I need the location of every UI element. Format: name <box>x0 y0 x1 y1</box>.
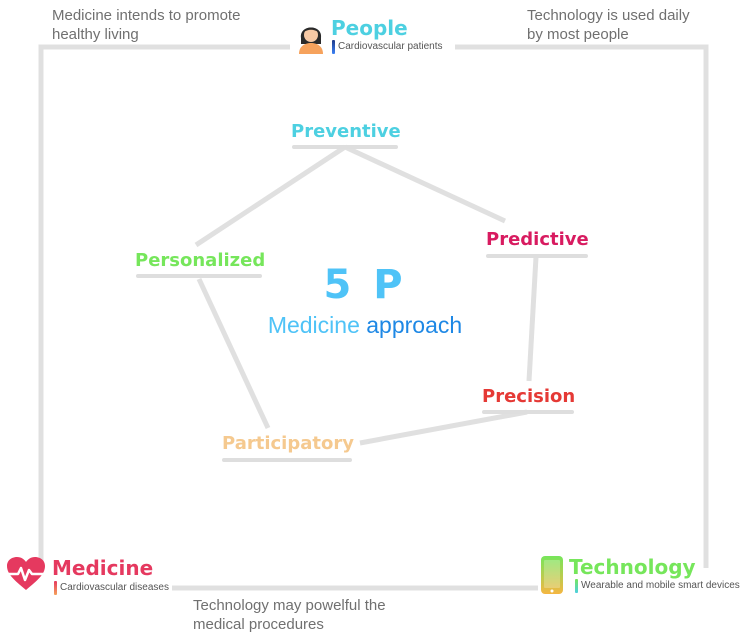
medicine-subtitle: Cardiovascular diseases <box>54 581 169 595</box>
preventive-underline <box>292 145 398 149</box>
node-preventive: Preventive <box>291 121 401 142</box>
person-icon <box>297 18 325 54</box>
technology-title: Technology <box>569 555 696 579</box>
caption-top-right: Technology is used daily by most people <box>527 7 690 43</box>
frame-right-line <box>455 44 709 568</box>
medicine-subtitle-text: Cardiovascular diseases <box>60 582 169 593</box>
technology-subtitle: Wearable and mobile smart devices <box>575 579 740 593</box>
edge-preventive-predictive <box>343 144 507 224</box>
people-title: People <box>331 16 408 40</box>
personalized-underline <box>136 274 262 278</box>
center-subtitle: Medicine approach <box>240 312 490 339</box>
predictive-underline <box>486 254 588 258</box>
people-subtitle-text: Cardiovascular patients <box>338 41 443 52</box>
node-predictive: Predictive <box>486 229 589 250</box>
medicine-title: Medicine <box>52 556 154 580</box>
caption-bottom: Technology may powelful the medical proc… <box>193 597 386 633</box>
technology-subtitle-text: Wearable and mobile smart devices <box>581 580 740 591</box>
participatory-underline <box>222 458 352 462</box>
smartphone-icon <box>540 555 564 595</box>
node-personalized: Personalized <box>135 250 266 271</box>
edge-precision-participatory <box>359 409 528 446</box>
center-word-approach: approach <box>366 312 463 338</box>
technology-color-bar <box>575 579 578 593</box>
edge-predictive-precision <box>526 256 539 382</box>
node-precision: Precision <box>482 386 576 407</box>
center-5p-title: 5 P <box>323 262 407 308</box>
people-color-bar <box>332 40 335 54</box>
caption-top-left: Medicine intends to promote healthy livi… <box>52 7 241 43</box>
precision-underline <box>482 410 574 414</box>
node-participatory: Participatory <box>222 433 354 454</box>
medicine-color-bar <box>54 581 57 595</box>
frame-left-line <box>38 44 290 561</box>
edge-personalized-preventive <box>194 144 347 248</box>
heart-pulse-icon <box>6 556 46 592</box>
center-word-medicine: Medicine <box>267 312 360 338</box>
edge-participatory-personalized <box>196 277 271 430</box>
people-subtitle: Cardiovascular patients <box>332 40 443 54</box>
